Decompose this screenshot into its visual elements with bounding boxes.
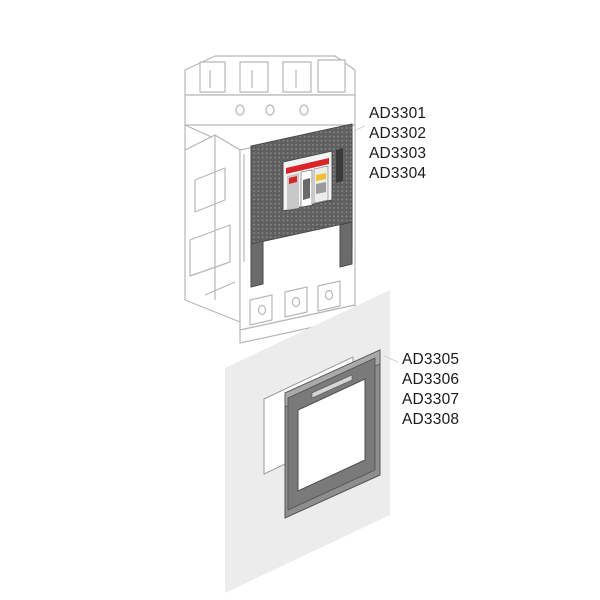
part-code: AD3308 — [402, 411, 460, 428]
part-code: AD3301 — [369, 105, 427, 122]
flange-frame — [284, 349, 381, 519]
part-code: AD3303 — [369, 145, 427, 162]
part-code: AD3305 — [402, 351, 460, 368]
bottom-part-codes: AD3305 AD3306 AD3307 AD3308 — [402, 350, 459, 430]
leader-lines — [355, 125, 399, 363]
top-part-codes: AD3301 AD3302 AD3303 AD3304 — [369, 104, 426, 184]
part-code: AD3307 — [402, 391, 460, 408]
breaker-indicator-window — [286, 158, 329, 210]
part-code: AD3306 — [402, 371, 460, 388]
part-code: AD3302 — [369, 125, 427, 142]
part-code: AD3304 — [369, 165, 427, 182]
